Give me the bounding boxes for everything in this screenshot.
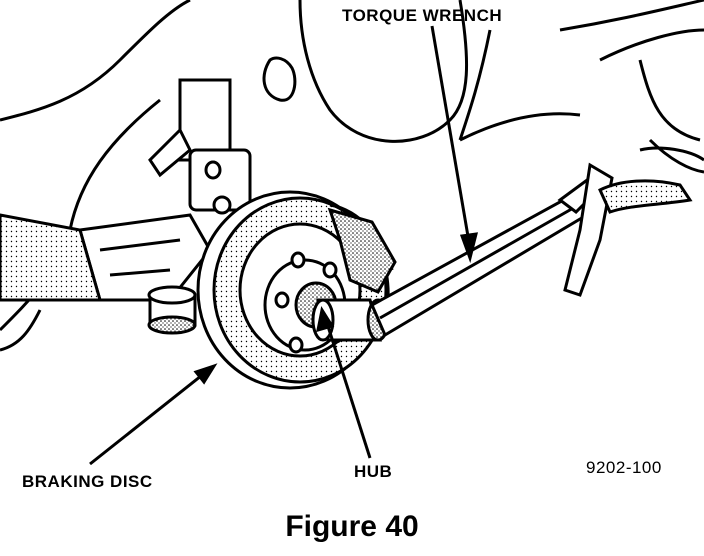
hub-leader (324, 319, 372, 459)
strut-assembly (148, 56, 297, 215)
braking-disc-leader (89, 370, 207, 466)
figure-caption: Figure 40 (285, 510, 419, 543)
leader-lines (89, 25, 478, 466)
braking-disc-label: BRAKING DISC (22, 472, 153, 491)
torque-wrench-leader (430, 25, 472, 249)
brake-caliper (327, 207, 397, 294)
braking-disc-arrowhead (193, 363, 218, 385)
torque-wrench-arrowhead (459, 232, 478, 264)
torque-wrench-label: TORQUE WRENCH (342, 6, 503, 25)
torque-wrench (370, 146, 704, 338)
figure-code: 9202-100 (586, 458, 662, 477)
hub-label: HUB (354, 462, 393, 481)
hub-arrowhead (316, 306, 335, 333)
control-arm (0, 213, 212, 302)
ball-joint-nut (147, 285, 197, 335)
